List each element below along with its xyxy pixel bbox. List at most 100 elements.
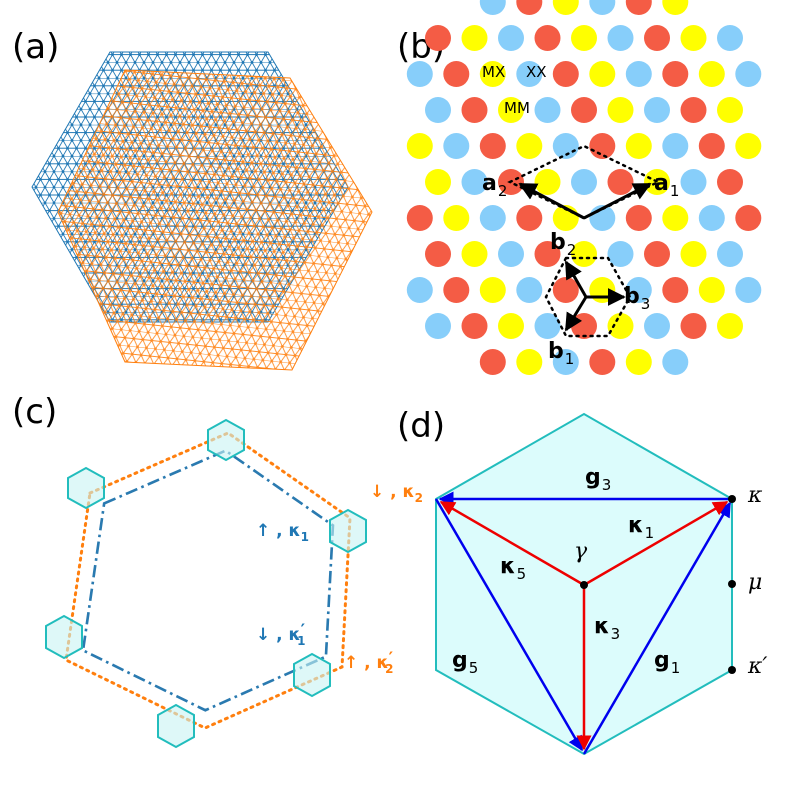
stacking-site xyxy=(443,277,470,303)
stacking-site xyxy=(680,25,707,51)
mini-bz-upper-left xyxy=(67,466,105,510)
stacking-site xyxy=(406,277,433,303)
stacking-site xyxy=(717,97,743,123)
k3-label: κ3 xyxy=(594,614,620,643)
g3-label: g3 xyxy=(585,465,611,494)
stacking-site xyxy=(552,61,579,87)
stacking-site xyxy=(498,241,524,267)
stacking-site xyxy=(516,349,543,375)
mini-bz-right xyxy=(329,508,367,554)
stacking-site xyxy=(607,97,634,123)
stacking-site xyxy=(443,133,470,159)
k1-arrow xyxy=(583,500,729,587)
stacking-site xyxy=(698,277,725,303)
stacking-site xyxy=(717,241,743,267)
stacking-site xyxy=(625,0,652,15)
stacking-site xyxy=(479,61,506,87)
stacking-site xyxy=(698,205,725,231)
stacking-site xyxy=(552,277,579,303)
b2-label: b2 xyxy=(550,230,576,259)
stacking-site xyxy=(479,0,506,15)
g1-arrow xyxy=(582,501,732,755)
stacking-site xyxy=(735,61,762,87)
valley-label-k1-prime: ↓ , κ′1 xyxy=(256,621,306,648)
a2-label: a2 xyxy=(482,171,507,200)
stacking-site xyxy=(516,205,543,231)
stacking-site xyxy=(644,97,670,123)
stacking-site xyxy=(735,205,762,231)
stacking-site xyxy=(516,61,543,87)
stacking-site xyxy=(479,205,506,231)
xx-label: XX xyxy=(526,63,547,81)
a1-label: a1 xyxy=(654,171,679,200)
stacking-site xyxy=(644,25,670,51)
stacking-site xyxy=(698,133,725,159)
stacking-site xyxy=(461,313,488,339)
stacking-site xyxy=(607,241,634,267)
mini-brillouin-zones xyxy=(45,418,367,749)
stacking-site xyxy=(607,169,634,195)
stacking-site xyxy=(589,0,616,15)
stacking-site xyxy=(625,205,652,231)
stacking-site xyxy=(698,61,725,87)
stacking-site xyxy=(625,349,652,375)
stacking-site xyxy=(625,277,652,303)
stacking-site xyxy=(589,133,616,159)
gamma-label: γ xyxy=(574,539,588,564)
b1-arrow xyxy=(564,296,588,332)
stacking-site xyxy=(443,205,470,231)
stacking-site xyxy=(680,169,707,195)
stacking-site xyxy=(717,25,743,51)
stacking-site xyxy=(406,61,433,87)
stacking-site xyxy=(735,133,762,159)
stacking-site xyxy=(571,25,597,51)
stacking-site xyxy=(461,241,488,267)
k1-label: κ1 xyxy=(628,513,654,542)
stacking-site xyxy=(534,313,561,339)
stacking-site xyxy=(516,0,543,15)
kappa-prime-point xyxy=(728,666,736,674)
b3-label: b3 xyxy=(624,284,650,313)
stacking-site xyxy=(571,169,597,195)
b1-label: b1 xyxy=(548,339,574,368)
stacking-site xyxy=(534,97,561,123)
stacking-site xyxy=(534,241,561,267)
mu-point xyxy=(728,580,736,588)
stacking-site xyxy=(552,349,579,375)
orange-lattice-flake xyxy=(57,69,373,371)
k5-arrow xyxy=(439,500,585,587)
stacking-site xyxy=(425,25,451,51)
panel-c-label: (c) xyxy=(12,392,57,432)
stacking-site xyxy=(498,25,524,51)
stacking-site xyxy=(589,277,616,303)
panel-d-label: (d) xyxy=(397,406,445,446)
stacking-site xyxy=(625,133,652,159)
kappa-prime-label: κ′ xyxy=(747,654,767,679)
stacking-site xyxy=(662,133,689,159)
panel-a: (a) xyxy=(12,27,373,371)
stacking-lattice-sites xyxy=(406,0,762,375)
a1-arrow xyxy=(583,182,652,220)
mu-label: μ xyxy=(748,570,762,595)
stacking-site xyxy=(479,349,506,375)
kappa-point xyxy=(728,495,736,503)
valley-label-k2: ↓ , κ2 xyxy=(370,482,423,505)
stacking-site xyxy=(680,97,707,123)
stacking-site xyxy=(461,169,488,195)
stacking-site xyxy=(425,241,451,267)
stacking-site xyxy=(644,313,670,339)
stacking-site xyxy=(406,133,433,159)
stacking-site xyxy=(534,25,561,51)
stacking-site xyxy=(735,277,762,303)
mini-bz-lower-right xyxy=(293,652,331,698)
stacking-site xyxy=(552,0,579,15)
stacking-site xyxy=(607,313,634,339)
valley-label-k2-prime: ↑ , κ′2 xyxy=(344,649,394,676)
stacking-site xyxy=(498,313,524,339)
stacking-site xyxy=(516,133,543,159)
stacking-site xyxy=(662,205,689,231)
stacking-site xyxy=(534,169,561,195)
stacking-site xyxy=(461,97,488,123)
stacking-site xyxy=(498,97,524,123)
stacking-site xyxy=(571,97,597,123)
